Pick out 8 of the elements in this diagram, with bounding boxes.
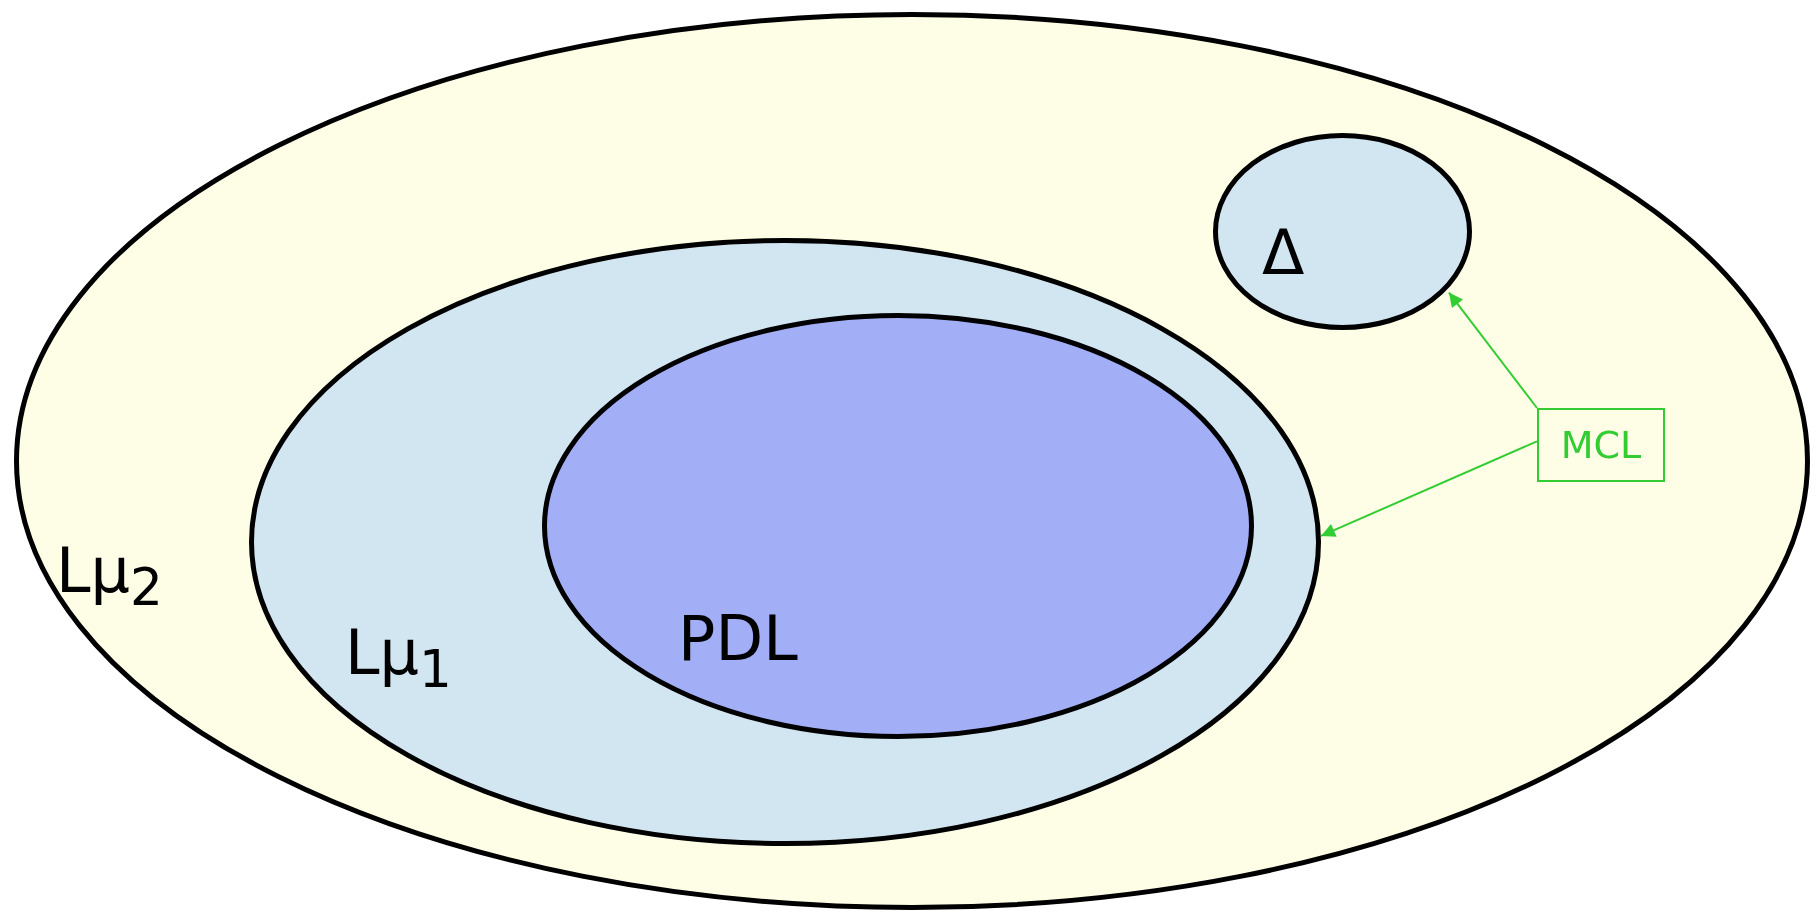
set-label: PDL <box>678 608 798 670</box>
arrow <box>1447 291 1538 409</box>
arrow <box>1320 440 1538 537</box>
set-label: Lμ$_{1}$ <box>345 622 452 697</box>
set-label: Δ <box>1262 222 1305 284</box>
set-label: Lμ$_{2}$ <box>56 540 163 615</box>
box-label: MCL <box>1559 426 1643 464</box>
label-box <box>1537 408 1665 482</box>
